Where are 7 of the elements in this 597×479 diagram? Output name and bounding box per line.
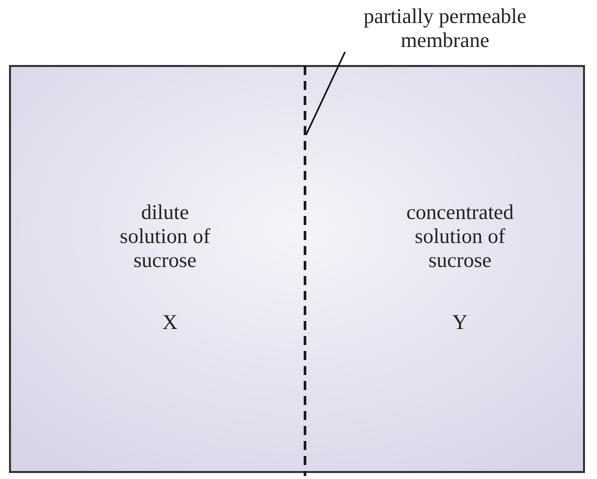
leader-line	[305, 52, 346, 136]
membrane-line	[304, 66, 306, 476]
compartment-letter: Y	[451, 310, 469, 334]
membrane-label: partially permeable membrane	[330, 4, 560, 52]
solution-label: dilute solution of sucrose	[118, 200, 212, 272]
solution-label: concentrated solution of sucrose	[405, 200, 515, 272]
compartment-letter: X	[161, 310, 179, 334]
